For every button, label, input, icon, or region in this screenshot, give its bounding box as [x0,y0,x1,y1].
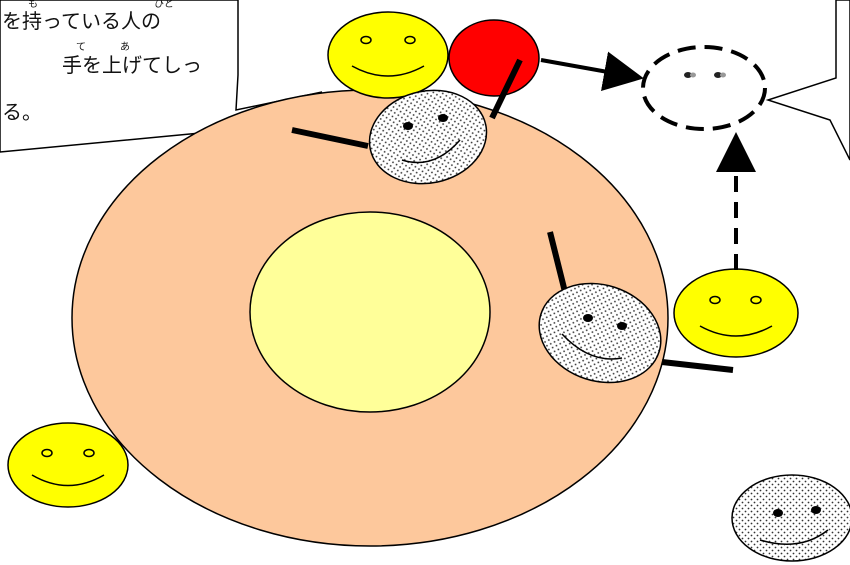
furigana-hito: ひと [154,0,174,10]
red-ball-icon [449,20,539,96]
furigana-a: あ [120,43,130,53]
furigana-mo: も [28,0,38,10]
speech-bubble-right [768,0,850,160]
smiley-face-icon [674,269,798,357]
solid-arrow [541,60,636,77]
callout-line-1: を持っている人の [2,6,161,36]
dashed-ghost-face-icon [643,47,765,129]
smiley-face-icon [328,12,448,98]
callout-line-3: る。 [2,97,42,127]
furigana-te: て [76,43,86,53]
dotted-smiley-face-icon [732,475,850,561]
callout-line-2: 手を上げてしっ [62,50,202,80]
smiley-face-icon [8,423,128,507]
inner-circle [250,212,490,412]
